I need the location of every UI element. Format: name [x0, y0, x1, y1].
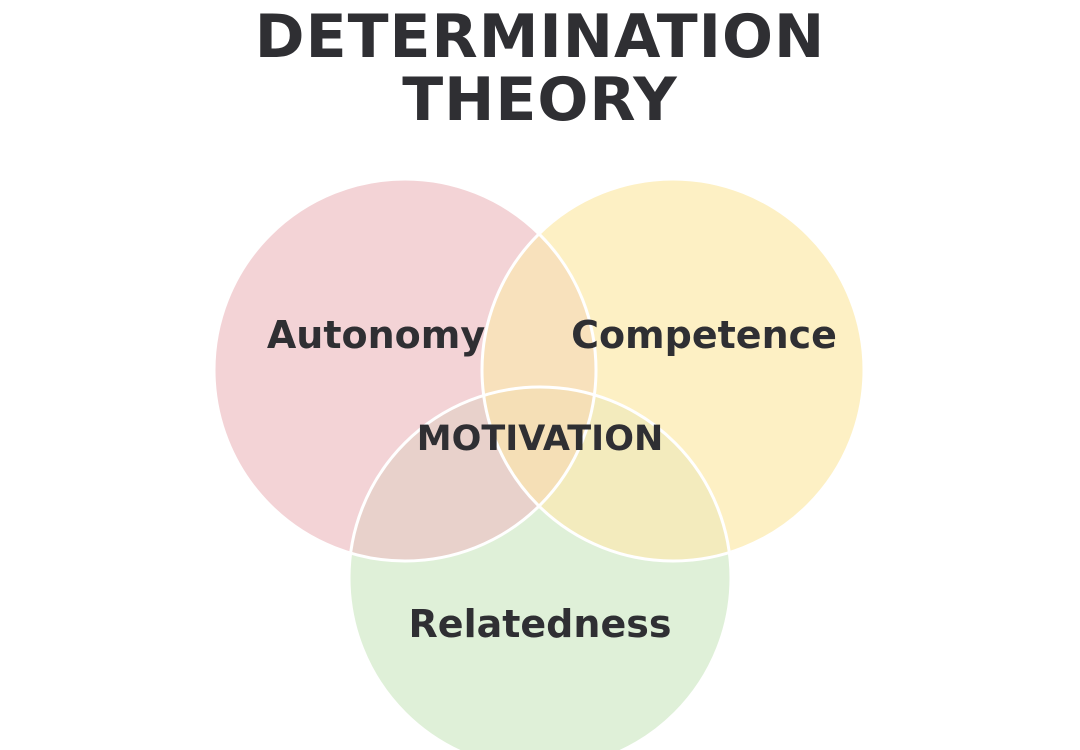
- title-line-1: DETERMINATION: [254, 2, 826, 72]
- relatedness-label: Relatedness: [409, 602, 672, 646]
- title-line-2: THEORY: [402, 65, 678, 135]
- motivation-label: MOTIVATION: [417, 419, 664, 459]
- autonomy-relatedness-overlap: [349, 387, 596, 561]
- circle-outlines: [212, 177, 866, 750]
- page-title: DETERMINATION THEORY: [0, 6, 1080, 132]
- competence-label: Competence: [571, 313, 837, 357]
- competence-relatedness-overlap: [482, 387, 731, 561]
- autonomy-label: Autonomy: [267, 313, 485, 357]
